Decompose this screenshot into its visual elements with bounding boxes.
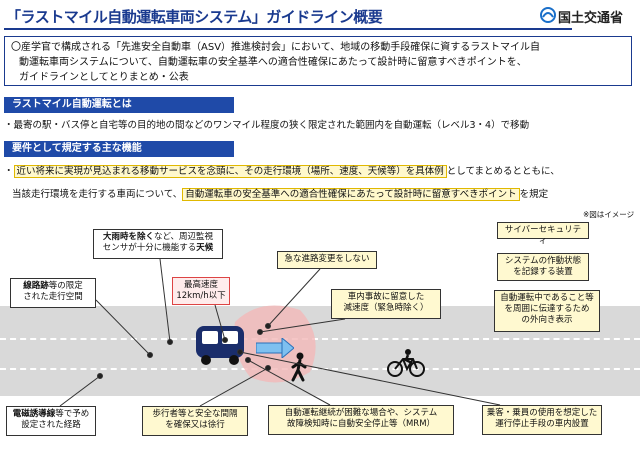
callout-deceleration: 車内事故に留意した 減速度（緊急時除く）	[331, 289, 441, 319]
lane-marking-lower	[0, 368, 640, 370]
bicycle-icon	[387, 349, 425, 377]
section-heading-functions: 要件として規定する主な機能	[4, 141, 234, 157]
callout-passenger-stop: 乗客・乗員の使用を想定した 運行停止手段の車内設置	[482, 405, 602, 435]
section-functions-bullet-1: ・近い将来に実現が見込まれる移動サービスを念頭に、その走行環境（場所、速度、天候…	[4, 165, 560, 178]
callout-weather: 大雨時を除くなど、周辺監視 センサが十分に機能する天候	[93, 229, 223, 259]
highlight-design-points: 自動運転車の安全基準への適合性確保にあたって設計時に留意すべきポイント	[182, 188, 520, 201]
title-rule	[4, 28, 572, 30]
intro-box: 〇産学官で構成される「先進安全自動車（ASV）推進検討会」において、地域の移動手…	[4, 36, 632, 86]
autonomous-shuttle-icon	[196, 326, 244, 365]
page-title: 「ラストマイル自動運転車両システム」ガイドライン概要	[6, 8, 383, 26]
callout-cybersecurity: サイバーセキュリティ	[497, 222, 589, 246]
callout-lane-change: 急な進路変更をしない	[277, 251, 377, 269]
pedestrian-icon	[291, 352, 307, 382]
callout-pedestrian-gap: 歩行者等と安全な間隔 を確保又は徐行	[142, 406, 248, 436]
highlight-environment: 近い将来に実現が見込まれる移動サービスを念頭に、その走行環境（場所、速度、天候等…	[13, 165, 447, 178]
lane-marking-upper	[0, 338, 640, 340]
section-functions-bullet-2: 当該走行環境を走行する車両について、自動運転車の安全基準への適合性確保にあたって…	[12, 188, 549, 201]
callout-external-display: 自動運転中であること等 を周囲に伝達するため の外向き表示	[494, 290, 600, 332]
ministry-name: 国土交通省	[558, 11, 624, 26]
section-last-mile-bullet: ・最寄の駅・バス停と自宅等の目的地の間などのワンマイル程度の狭く限定された範囲内…	[4, 120, 530, 131]
ministry-logo: 国土交通省	[540, 4, 636, 26]
callout-mrm: 自動運転継続が困難な場合や、システム 故障検知時に自動安全停止等（MRM）	[268, 405, 454, 435]
section-heading-last-mile: ラストマイル自動運転とは	[4, 97, 234, 113]
callout-guidance-line: 電磁誘導線等で予め 設定された経路	[6, 406, 96, 436]
callout-recording-device: システムの作動状態 を記録する装置	[497, 253, 589, 281]
callout-route-space: 線路跡等の限定 された走行空間	[10, 278, 96, 308]
intro-line-1: 〇産学官で構成される「先進安全自動車（ASV）推進検討会」において、地域の移動手…	[11, 42, 541, 53]
ministry-emblem-icon	[540, 7, 556, 23]
image-note: ※図はイメージ	[583, 210, 635, 219]
intro-line-3: ガイドラインとしてとりまとめ・公表	[19, 72, 189, 83]
intro-line-2: 動運転車両システムについて、自動運転車の安全基準への適合性確保にあたって設計時に…	[19, 57, 527, 68]
direction-arrow-icon	[256, 338, 294, 358]
callout-max-speed: 最高速度 12km/h以下	[172, 277, 230, 305]
